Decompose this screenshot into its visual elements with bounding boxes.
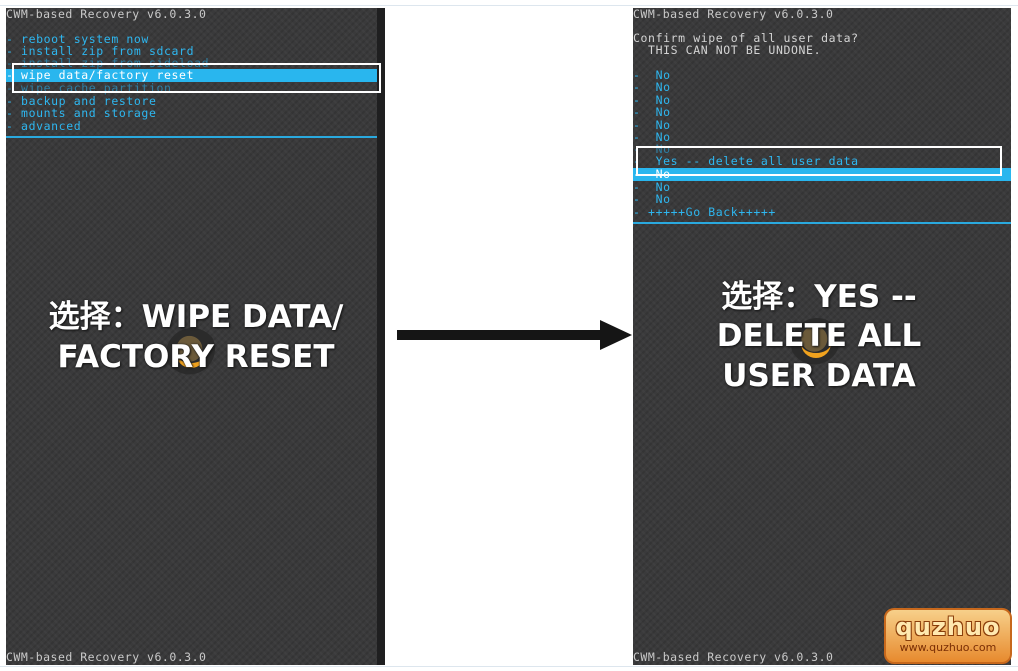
- option-yes-delete-all[interactable]: - Yes -- delete all user data: [633, 154, 859, 168]
- menu-item-mounts-storage[interactable]: - mounts and storage: [6, 106, 157, 120]
- option-no[interactable]: - No: [633, 105, 671, 119]
- menu-separator: [6, 136, 378, 138]
- recovery-footer: CWM-based Recovery v6.0.3.0: [633, 650, 834, 664]
- cwm-hat-icon: [791, 318, 843, 370]
- recovery-header: CWM-based Recovery v6.0.3.0: [6, 8, 207, 21]
- caption-line-1: 选择：WIPE DATA/: [48, 299, 344, 335]
- option-no[interactable]: - No: [633, 130, 671, 144]
- menu-item-wipe-data[interactable]: - wipe data/factory reset: [6, 69, 378, 82]
- caption-line-3: USER DATA: [722, 358, 916, 394]
- arrow-shaft: [397, 330, 603, 340]
- option-no[interactable]: - No: [633, 68, 671, 82]
- confirm-warning: THIS CAN NOT BE UNDONE.: [633, 43, 822, 57]
- top-divider: [0, 5, 1018, 6]
- screen-edge: [377, 8, 385, 665]
- option-no[interactable]: - No: [633, 192, 671, 206]
- confirm-prompt: Confirm wipe of all user data?: [633, 31, 859, 45]
- menu-item-backup-restore[interactable]: - backup and restore: [6, 94, 157, 108]
- logo-url: www.quzhuo.com: [899, 641, 997, 654]
- bottom-divider: [0, 666, 1018, 667]
- option-no[interactable]: - No: [633, 118, 671, 132]
- option-no[interactable]: - No: [633, 93, 671, 107]
- option-no[interactable]: - No: [633, 180, 671, 194]
- caption-line-2: FACTORY RESET: [57, 339, 335, 375]
- highlight-box-wipe-data: [12, 63, 381, 93]
- menu-item-reboot[interactable]: - reboot system now: [6, 32, 149, 46]
- menu-item-advanced[interactable]: - advanced: [6, 119, 82, 133]
- recovery-header: CWM-based Recovery v6.0.3.0: [633, 8, 834, 21]
- caption-line-1: 选择：YES --: [721, 279, 917, 315]
- option-no[interactable]: - No: [633, 80, 671, 94]
- highlight-box-yes-delete: [636, 146, 1002, 176]
- logo-name: quzhuo: [895, 613, 1001, 641]
- menu-item-install-sdcard[interactable]: - install zip from sdcard: [6, 44, 195, 58]
- option-go-back[interactable]: - +++++Go Back+++++: [633, 205, 776, 219]
- quzhuo-logo: quzhuo www.quzhuo.com: [884, 608, 1012, 664]
- cwm-hat-icon: [166, 328, 218, 380]
- recovery-screen-main-menu: CWM-based Recovery v6.0.3.0 - reboot sys…: [6, 8, 378, 665]
- menu-separator: [633, 222, 1011, 224]
- recovery-footer: CWM-based Recovery v6.0.3.0: [6, 650, 207, 664]
- arrow-right-icon: [600, 320, 632, 350]
- recovery-screen-confirm-wipe: CWM-based Recovery v6.0.3.0 Confirm wipe…: [633, 8, 1011, 665]
- caption-line-2: DELETE ALL: [716, 318, 922, 354]
